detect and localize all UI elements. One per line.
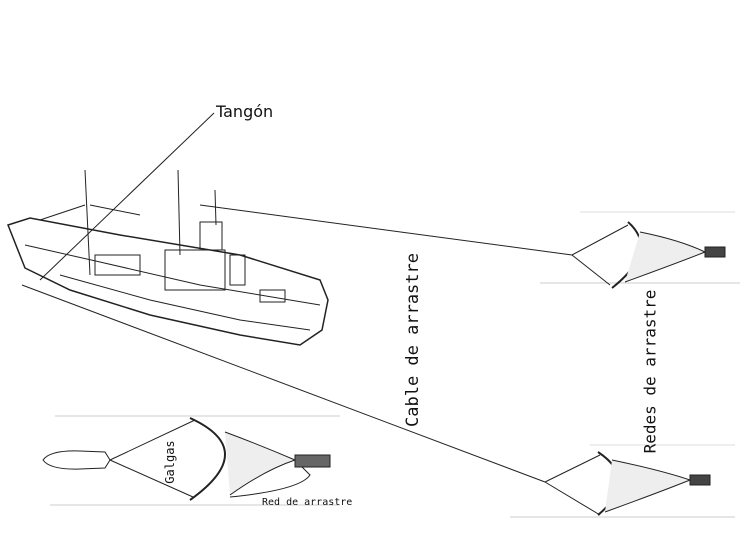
trawl-net-upper [540,211,740,289]
label-redes-de-arrastre: Redes de arrastre [640,289,660,454]
boat [7,169,329,346]
tow-cable-lower [21,284,546,483]
label-red-de-arrastre: Red de arrastre [262,497,353,508]
tow-cable-upper [199,204,573,256]
label-cable-de-arrastre: Cable de arrastre [403,253,423,427]
label-galgas: Galgas [163,440,177,484]
trawl-net-detail [42,415,340,506]
label-tangon: Tangón [216,102,274,121]
trawl-net-lower [510,444,735,518]
tangon-pointer [39,112,215,281]
